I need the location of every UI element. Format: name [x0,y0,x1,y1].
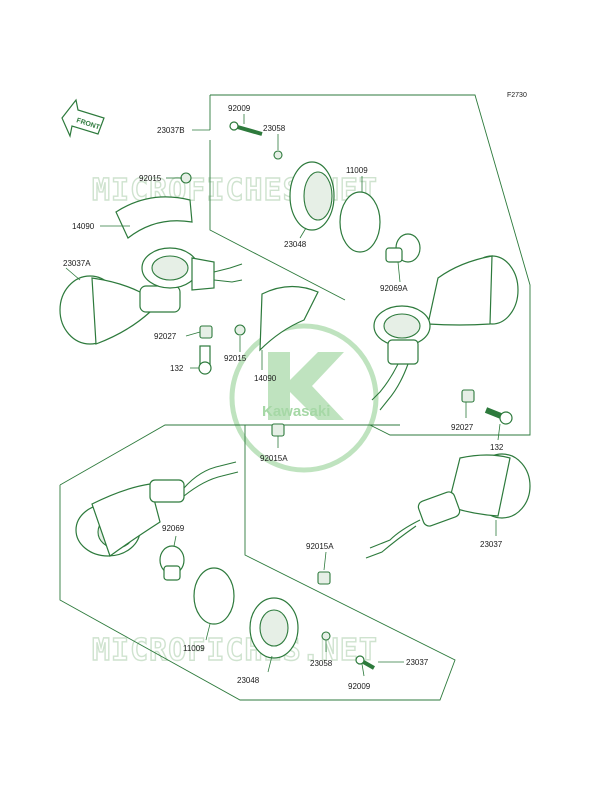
label-23048-bottom: 23048 [237,676,260,685]
bolt-left [198,345,212,375]
bulb-92069a [385,233,421,263]
leader-lines [65,114,501,677]
gasket-11009-bottom [193,567,235,625]
turn-signal-rear-left [75,461,239,557]
washer-23058-bottom [321,631,331,641]
turn-signal-front-right [371,255,519,411]
nut-92015a-lower [317,571,331,585]
label-132-right: 132 [490,443,504,452]
part-labels: 92009 23037B 23058 11009 92015 14090 230… [63,104,504,691]
label-23037b: 23037B [157,126,185,135]
label-92009-top: 92009 [228,104,251,113]
label-92015-mid: 92015 [224,354,247,363]
bolt-right [484,407,513,425]
front-arrow-icon: FRONT [61,98,105,138]
nut-right [461,389,475,403]
label-92015a-lower: 92015A [306,542,334,551]
turn-signal-rear-right [365,453,531,559]
label-23058-top: 23058 [263,124,286,133]
clamp-middle [259,285,319,352]
screw-92009-bottom [355,655,375,670]
label-132-left: 132 [170,364,184,373]
watermark-bottom: MICROFICHES.NET [92,633,378,668]
label-14090-left: 14090 [72,222,95,231]
label-11009-top: 11009 [346,166,368,175]
figure-code: F2730 [507,92,527,99]
clip-top [180,172,192,184]
svg-text:Kawasaki: Kawasaki [262,403,330,420]
clip-middle [234,324,246,336]
label-92015a-upper: 92015A [260,454,288,463]
screw-92009-top [229,121,263,136]
turn-signal-front-left [59,247,243,345]
label-92069a: 92069A [380,284,408,293]
assembly-frames [59,94,531,701]
label-92027-left: 92027 [154,332,177,341]
nut-left [199,325,213,339]
label-92069: 92069 [162,524,185,533]
kawasaki-logo: Kawasaki [229,323,379,473]
label-14090-mid: 14090 [254,374,277,383]
bulb-92069 [159,545,185,581]
label-92027-right: 92027 [451,423,474,432]
label-23037-bottom: 23037 [406,658,429,667]
washer-23058-top [273,150,283,160]
label-11009-bottom: 11009 [183,644,205,653]
lens-rim-23048-bottom [249,597,299,659]
clamp-left [115,196,193,239]
label-23048-top: 23048 [284,240,307,249]
label-92009-bottom: 92009 [348,682,371,691]
label-92015-top: 92015 [139,174,162,183]
label-23058-bottom: 23058 [310,659,333,668]
nut-92015a-upper [271,423,285,437]
lens-rim-23048-top [289,161,335,231]
label-23037-right: 23037 [480,540,503,549]
gasket-11009-top [339,191,381,253]
label-23037a: 23037A [63,259,91,268]
